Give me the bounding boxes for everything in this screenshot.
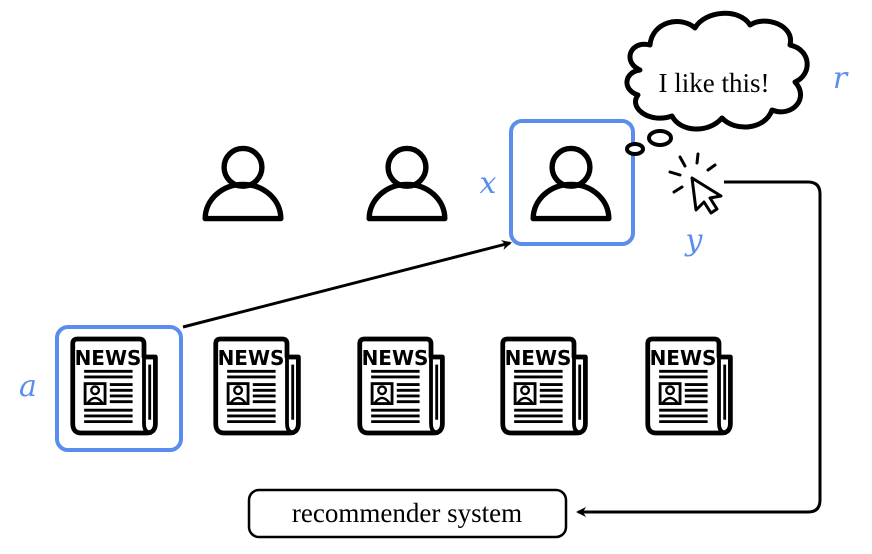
thought-text: I like this! [659, 68, 770, 98]
selected-user-highlight [509, 119, 635, 246]
user-icon [369, 148, 445, 218]
news-heading: NEWS [218, 346, 285, 370]
feedback-arrow [576, 180, 822, 517]
thought-bubble-large [647, 129, 673, 147]
user-label-x: x [480, 166, 497, 201]
recommend-arrow [182, 240, 512, 329]
recommender-system-label: recommender system [292, 498, 522, 528]
user-icon [205, 148, 281, 218]
reward-label-r: r [833, 61, 849, 96]
thought-bubble-small [625, 142, 645, 156]
recommender-system-box [247, 488, 568, 539]
selected-article-highlight [55, 325, 183, 452]
cursor-click-icon [668, 152, 723, 215]
thought-cloud-icon [624, 10, 810, 132]
news-heading: NEWS [362, 346, 429, 370]
user-icon [533, 148, 609, 218]
news-heading: NEWS [505, 346, 572, 370]
news-heading: NEWS [650, 346, 717, 370]
action-label-y: y [684, 223, 704, 258]
article-label-a: a [19, 369, 37, 404]
news-heading: NEWS [75, 346, 142, 370]
